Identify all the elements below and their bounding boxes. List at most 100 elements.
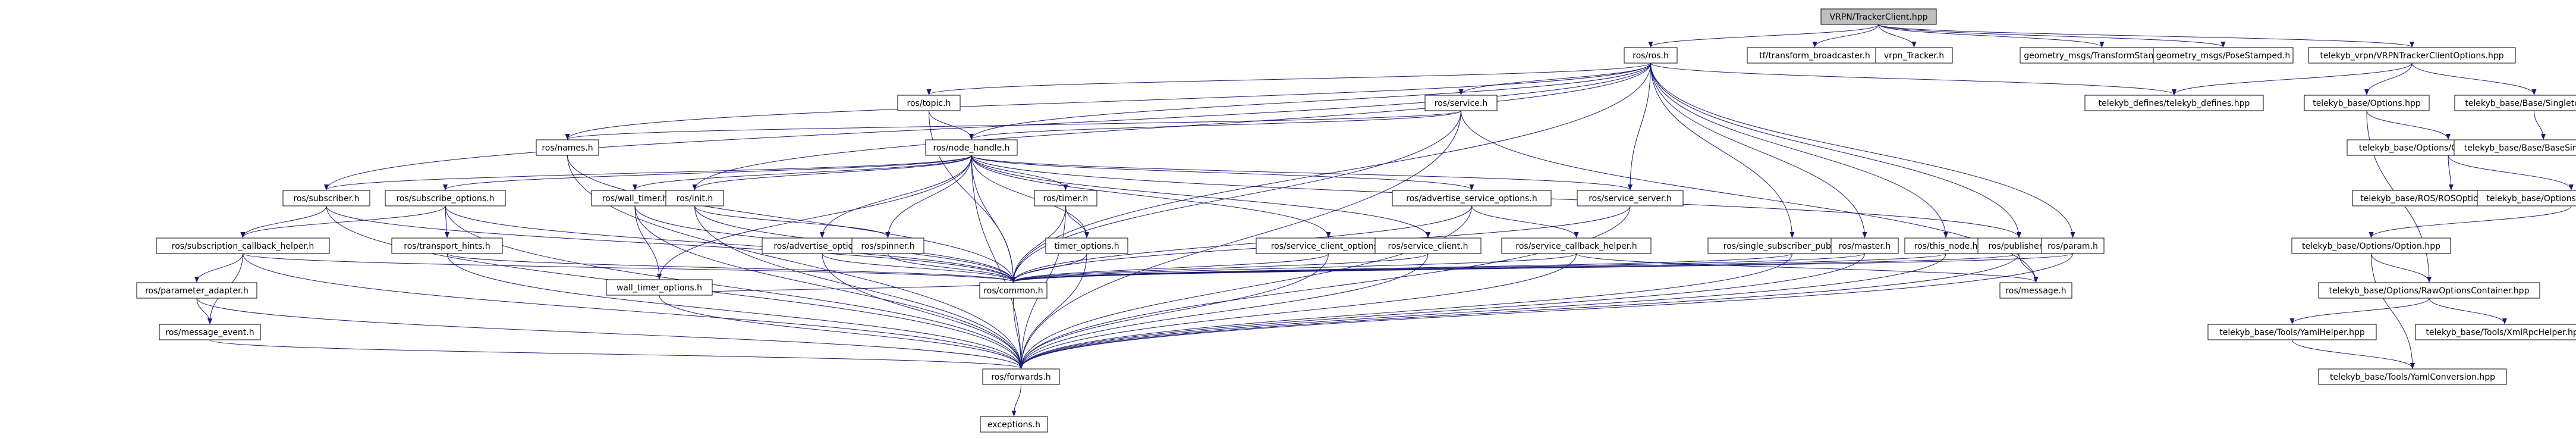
node-ros-timer[interactable]: ros/timer.h <box>1034 190 1097 207</box>
node-label: ros/message.h <box>2005 286 2066 296</box>
node-ros-sub-cb-helper[interactable]: ros/subscription_callback_helper.h <box>156 237 330 254</box>
node-ros-transport-hints[interactable]: ros/transport_hints.h <box>391 237 503 254</box>
node-timer-options[interactable]: timer_options.h <box>1045 237 1128 254</box>
edge-ros-adv-srv-opts-to-ros-forwards <box>1018 205 1472 369</box>
node-tk-raw-opt-container[interactable]: telekyb_base/Options/RawOptionsContainer… <box>2318 282 2540 299</box>
node-box <box>925 139 1018 156</box>
edge-ros-srv-cb-helper-to-ros-message <box>1576 253 2039 283</box>
node-label: ros/topic.h <box>907 99 951 108</box>
node-ros-adv-srv-opts[interactable]: ros/advertise_service_options.h <box>1392 190 1552 207</box>
edge-ros-wall-timer-to-ros-forwards <box>634 205 1024 369</box>
edge-tk-options-to-tk-opt-container <box>2366 110 2451 140</box>
edge-root-to-tk-vrpn-opts <box>1878 24 2414 48</box>
node-ros-subscriber[interactable]: ros/subscriber.h <box>282 190 370 207</box>
node-box <box>2207 324 2377 340</box>
node-label: telekyb_base/Base/BaseSingleton.hpp <box>2464 143 2576 153</box>
edge-ros-h-to-ros-service <box>1458 62 1651 95</box>
edge-tk-option-to-tk-raw-opt-container <box>2371 253 2432 283</box>
node-root: VRPN/TrackerClient.hpp <box>1820 8 1937 25</box>
edge-ros-subscribe-options-to-ros-forwards <box>445 205 1024 369</box>
node-label: ros/this_node.h <box>1914 242 1978 251</box>
edge-ros-message-event-to-ros-forwards <box>209 339 1023 369</box>
node-wall-timer-options[interactable]: wall_timer_options.h <box>606 279 713 296</box>
node-ros-subscribe-options[interactable]: ros/subscribe_options.h <box>385 190 506 207</box>
node-ros-node-handle[interactable]: ros/node_handle.h <box>925 139 1018 156</box>
node-tk-bounds-option[interactable]: telekyb_base/Options/BoundsOption.hpp <box>2477 190 2576 207</box>
node-tk-xmlrpc-helper[interactable]: telekyb_base/Tools/XmlRpcHelper.hpp <box>2415 324 2576 340</box>
node-exceptions[interactable]: exceptions.h <box>980 416 1048 433</box>
edge-ros-srv-client-to-ros-common <box>1011 253 1429 283</box>
node-label: ros/service_client_options.h <box>1271 242 1386 251</box>
edge-ros-adv-srv-opts-to-ros-common <box>1011 205 1472 283</box>
node-ros-param[interactable]: ros/param.h <box>2041 237 2105 254</box>
node-label: telekyb_base/Base/Singleton.hpp <box>2465 99 2576 108</box>
node-ros-this-node[interactable]: ros/this_node.h <box>1904 237 1987 254</box>
node-box <box>536 139 599 156</box>
node-box <box>136 282 257 299</box>
node-ros-message[interactable]: ros/message.h <box>1999 282 2072 299</box>
node-box <box>2084 95 2264 111</box>
node-ros-topic[interactable]: ros/topic.h <box>897 95 961 111</box>
node-ros-spinner[interactable]: ros/spinner.h <box>851 237 924 254</box>
edge-ros-param-adapter-to-ros-message-event <box>196 298 212 324</box>
node-tk-vrpn-opts[interactable]: telekyb_vrpn/VRPNTrackerClientOptions.hp… <box>2308 47 2516 64</box>
node-ros-wall-timer[interactable]: ros/wall_timer.h <box>591 190 679 207</box>
node-box <box>1424 95 1498 111</box>
node-box <box>982 368 1060 385</box>
node-ros-service[interactable]: ros/service.h <box>1424 95 1498 111</box>
node-ros-master[interactable]: ros/master.h <box>1830 237 1899 254</box>
edge-ros-h-to-ros-subscriber <box>324 62 1651 190</box>
node-label: ros/wall_timer.h <box>602 194 668 204</box>
edge-ros-node-handle-to-ros-adv-srv-opts <box>971 155 1474 190</box>
node-tk-singleton[interactable]: telekyb_base/Base/Singleton.hpp <box>2454 95 2576 111</box>
node-ros-forwards[interactable]: ros/forwards.h <box>982 368 1060 385</box>
node-ros-init[interactable]: ros/init.h <box>665 190 724 207</box>
node-ros-service-server[interactable]: ros/service_server.h <box>1577 190 1684 207</box>
node-box <box>1375 237 1482 254</box>
node-label: ros/service_server.h <box>1589 194 1672 204</box>
node-tk-yaml-conversion[interactable]: telekyb_base/Tools/YamlConversion.hpp <box>2318 368 2507 385</box>
node-label: ros/subscribe_options.h <box>396 194 494 204</box>
edge-ros-publisher-to-ros-forwards <box>1018 253 2020 369</box>
node-tk-defines[interactable]: telekyb_defines/telekyb_defines.hpp <box>2084 95 2264 111</box>
edge-ros-node-handle-to-ros-adv-opts <box>820 155 972 238</box>
edge-ros-adv-opts-to-ros-common <box>822 253 1016 283</box>
node-label: ros/common.h <box>983 286 1043 296</box>
edge-timer-options-to-ros-common <box>1011 253 1087 283</box>
node-ros-srv-client[interactable]: ros/service_client.h <box>1375 237 1482 254</box>
edge-ros-node-handle-to-ros-subscriber <box>324 155 972 190</box>
edge-wall-timer-options-to-ros-forwards <box>659 295 1024 369</box>
edge-ros-param-to-ros-common <box>1011 253 2073 283</box>
node-ros-h[interactable]: ros/ros.h <box>1624 47 1678 64</box>
edge-ros-names-to-ros-forwards <box>567 155 1024 369</box>
node-tk-base-singleton[interactable]: telekyb_base/Base/BaseSingleton.hpp <box>2454 139 2576 156</box>
node-ros-names[interactable]: ros/names.h <box>536 139 599 156</box>
node-box <box>2318 282 2540 299</box>
node-label: VRPN/TrackerClient.hpp <box>1829 12 1927 22</box>
edge-tk-option-to-tk-yaml-conversion <box>2371 253 2415 369</box>
node-tk-options[interactable]: telekyb_base/Options.hpp <box>2304 95 2430 111</box>
edge-ros-node-handle-to-wall-timer-options <box>657 155 972 280</box>
node-box <box>1045 237 1128 254</box>
edge-ros-h-to-ros-topic <box>926 62 1651 95</box>
node-label: ros/spinner.h <box>861 242 914 251</box>
node-ros-srv-cb-helper[interactable]: ros/service_callback_helper.h <box>1501 237 1652 254</box>
node-ros-param-adapter[interactable]: ros/parameter_adapter.h <box>136 282 257 299</box>
node-label: ros/service_callback_helper.h <box>1515 242 1637 251</box>
edge-ros-transport-hints-to-ros-common <box>446 253 1016 283</box>
node-box <box>391 237 503 254</box>
edge-tk-vrpn-opts-to-tk-singleton <box>2411 62 2537 95</box>
node-ros-common[interactable]: ros/common.h <box>979 282 1048 299</box>
node-tk-option[interactable]: telekyb_base/Options/Option.hpp <box>2291 237 2451 254</box>
edge-ros-topic-to-ros-node-handle <box>929 110 974 140</box>
edge-ros-subscribe-options-to-ros-transport-hints <box>444 205 449 238</box>
node-label: telekyb_defines/telekyb_defines.hpp <box>2099 99 2250 108</box>
node-ros-message-event[interactable]: ros/message_event.h <box>159 324 261 340</box>
node-tk-yaml-helper[interactable]: telekyb_base/Tools/YamlHelper.hpp <box>2207 324 2377 340</box>
node-box <box>606 279 713 296</box>
edge-ros-sub-cb-helper-to-ros-param-adapter <box>194 253 243 283</box>
edge-ros-subscribe-options-to-ros-sub-cb-helper <box>240 205 446 238</box>
edge-root-to-geo-ps <box>1878 24 2226 48</box>
node-label: telekyb_base/Options.hpp <box>2313 99 2421 108</box>
edge-ros-node-handle-to-ros-forwards <box>971 155 1024 369</box>
